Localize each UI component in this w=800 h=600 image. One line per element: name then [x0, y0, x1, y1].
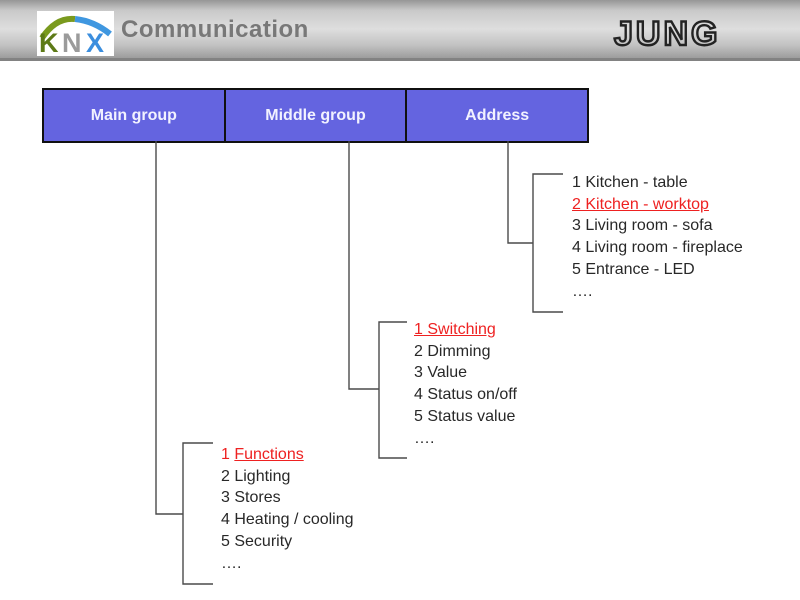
- list-item: 5 Security: [221, 532, 293, 550]
- list-item: 3 Stores: [221, 489, 281, 507]
- header-cell-middle-group: Middle group: [226, 90, 408, 141]
- list-item: 1 Switching: [414, 321, 496, 338]
- list-item: 1 Functions: [221, 446, 304, 463]
- bracket-main-group: [182, 442, 213, 585]
- list-item: 5 Status value: [414, 407, 516, 425]
- list-item: ….: [572, 282, 593, 300]
- header-bar: K N X Communication JUNG: [0, 0, 800, 61]
- header-cell-address: Address: [465, 106, 530, 124]
- main-group-list: 1 Functions 2 Lighting 3 Stores 4 Heating /…: [221, 444, 354, 574]
- list-item: 3 Living room - sofa: [572, 217, 713, 235]
- knx-logo-graphic: K N X: [39, 15, 112, 58]
- bracket-address: [532, 173, 563, 313]
- jung-logo: JUNG: [613, 14, 720, 52]
- list-item: 3 Value: [414, 364, 468, 382]
- svg-text:K N X: K N X: [39, 28, 104, 56]
- list-item: 2 Dimming: [414, 342, 491, 360]
- group-header-row: Main group Middle group Address: [42, 88, 589, 143]
- jung-logo-text: JUNG: [614, 15, 720, 52]
- middle-group-list: 1 Switching 2 Dimming 3 Value 4 Status on/o…: [414, 319, 517, 449]
- connector-main-group: [155, 141, 183, 515]
- knx-letter-n: N: [62, 28, 82, 56]
- list-item: 4 Status on/off: [414, 386, 517, 404]
- knx-logo: K N X: [37, 11, 114, 58]
- header-cell-main-group: Main group: [44, 90, 226, 141]
- list-item: 4 Living room - fireplace: [572, 239, 743, 257]
- address-list: 1 Kitchen - table 2 Kitchen - worktop 3 Li…: [572, 172, 743, 302]
- connector-middle-group: [348, 141, 379, 390]
- list-item: ….: [221, 554, 242, 572]
- bracket-middle-group: [378, 321, 407, 459]
- connector-address: [507, 141, 533, 244]
- list-item: 1 Kitchen - table: [572, 174, 688, 191]
- knx-letter-k: K: [39, 28, 59, 56]
- list-item: 5 Entrance - LED: [572, 260, 695, 278]
- knx-letter-x: X: [86, 28, 104, 56]
- list-item: 2 Lighting: [221, 467, 291, 485]
- list-item: 4 Heating / cooling: [221, 511, 354, 529]
- list-item: ….: [414, 429, 435, 447]
- slide-title: Communication: [121, 16, 309, 43]
- list-item: 2 Kitchen - worktop: [572, 195, 709, 213]
